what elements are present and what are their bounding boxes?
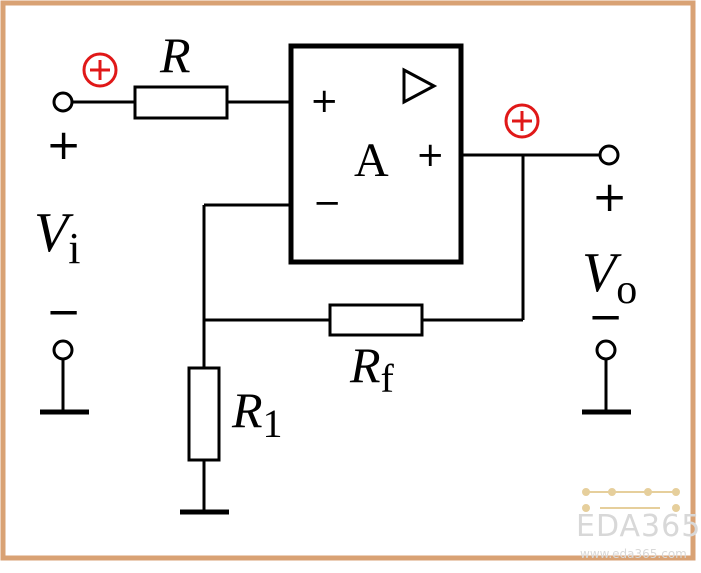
opamp-noninverting-sign: + [310,81,339,121]
opamp-gain-label: A [354,134,389,187]
watermark-url: www.eda365.com [580,547,687,561]
diagram-border [0,0,696,561]
resistor-r-label: R [160,27,191,83]
output-terminals [582,144,631,415]
vo-plus-sign: + [592,172,628,221]
resistor-r [133,85,229,120]
rf-label: Rf [350,337,394,399]
opamp-triangle-icon [402,67,438,105]
vi-minus-sign: − [46,287,82,336]
opamp-inverting-sign: − [313,183,342,223]
vo-minus-terminal [595,339,617,361]
resistor-rf [328,303,424,337]
r1-label-main: R [232,382,263,438]
opamp-output-sign: + [416,135,445,175]
input-branch [72,85,291,120]
resistor-r1 [187,366,221,462]
vo-minus-sign: − [588,292,624,341]
r1-label: R1 [232,382,283,444]
vi-label-main: V [34,202,69,264]
input-phase-icon [82,52,118,88]
vo-label: Vo [582,242,637,311]
feedback-network [180,155,525,515]
rf-label-main: R [350,337,381,393]
vo-label-sub: o [616,267,638,313]
vo-label-main: V [582,242,617,304]
r1-label-sub: 1 [262,401,283,446]
vi-label: Vi [34,202,80,271]
vi-plus-sign: + [46,120,82,169]
rf-label-sub: f [380,356,394,401]
vo-plus-terminal [598,144,620,166]
vi-minus-terminal [52,339,74,361]
output-phase-icon [504,103,540,139]
vi-plus-terminal [52,91,74,113]
vi-label-sub: i [68,224,81,273]
watermark-brand: EDA365 [576,509,701,544]
input-terminals [40,91,89,415]
phase-markers [82,52,540,139]
watermark-circuit-icon [582,488,680,512]
